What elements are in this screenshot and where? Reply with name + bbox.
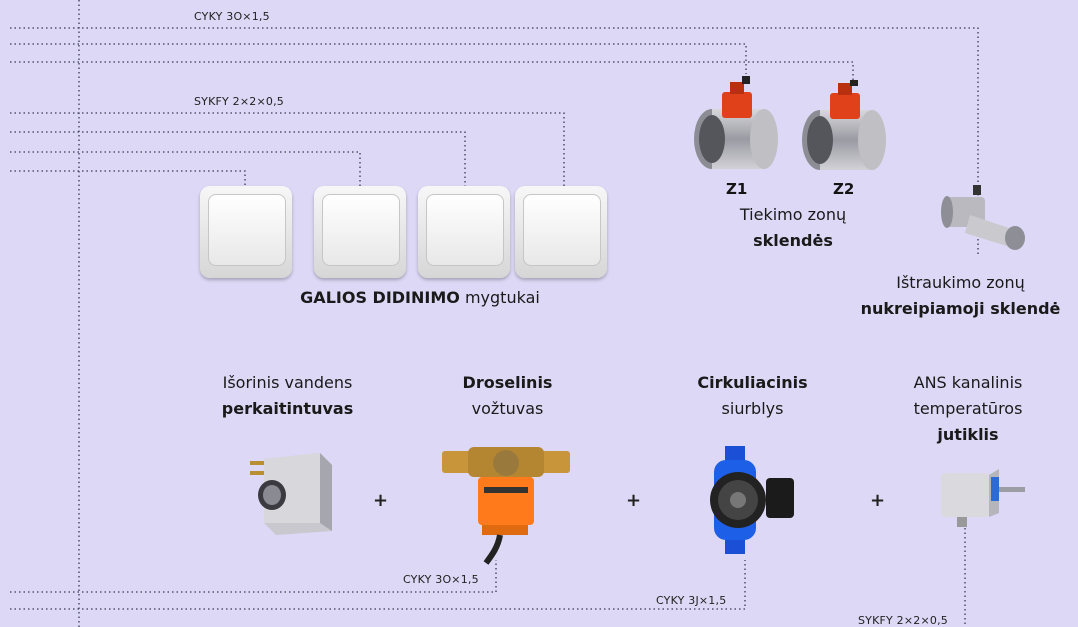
button4-wire: [10, 112, 565, 186]
sensor-line3: jutiklis: [937, 425, 999, 444]
cable-label-pump-power: CYKY 3J×1,5: [656, 594, 727, 607]
cable-label-top-signal: SYKFY 2×2×0,5: [194, 95, 284, 108]
heater-image: [250, 453, 332, 535]
damper-z1-wire: [10, 43, 747, 74]
boost-buttons-caption: GALIOS DIDINIMO mygtukai: [250, 285, 590, 311]
pump-line1: Cirkuliacinis: [697, 373, 808, 392]
boost-button-2: [314, 186, 406, 278]
pump-image: [710, 446, 794, 554]
exhaust-damper-image: [941, 185, 1025, 250]
supply-dampers-line1: Tiekimo zonų: [739, 205, 847, 224]
boost-buttons-rest: mygtukai: [464, 288, 540, 307]
sensor-line1: ANS kanalinis: [913, 373, 1023, 392]
cable-label-valve-power: CYKY 3O×1,5: [403, 573, 479, 586]
sensor-line2: temperatūros: [913, 399, 1023, 418]
plus-sign-3: +: [870, 490, 886, 511]
boost-button-4: [515, 186, 607, 278]
top-power-wire: [10, 27, 979, 255]
button2-wire: [10, 151, 361, 186]
damper-z2-label: Z2: [833, 180, 855, 198]
damper-z2-wire: [10, 61, 854, 80]
damper-z1-image: [694, 76, 778, 169]
exhaust-damper-line2: nukreipiamoji sklendė: [860, 299, 1061, 318]
plus-sign-2: +: [626, 490, 642, 511]
pump-line2: siurblys: [721, 399, 784, 418]
heater-line1: Išorinis vandens: [222, 373, 353, 392]
valve-caption: Droselinis vožtuvas: [430, 370, 585, 422]
cable-label-sensor-signal: SYKFY 2×2×0,5: [858, 614, 948, 627]
button1-wire: [10, 170, 246, 186]
pump-power-wire: [10, 560, 746, 610]
valve-line2: vožtuvas: [471, 399, 544, 418]
plus-sign-1: +: [373, 490, 389, 511]
boost-button-2-key: [322, 194, 400, 266]
pump-caption: Cirkuliacinis siurblys: [675, 370, 830, 422]
cable-label-top-power: CYKY 3O×1,5: [194, 10, 270, 23]
heater-caption: Išorinis vandens perkaitintuvas: [190, 370, 385, 422]
boost-buttons-bold: GALIOS DIDINIMO: [300, 288, 460, 307]
sensor-image: [941, 469, 1025, 527]
valve-image: [442, 447, 570, 565]
supply-dampers-caption: Tiekimo zonų sklendės: [713, 202, 873, 254]
boost-button-3: [418, 186, 510, 278]
sensor-caption: ANS kanalinis temperatūros jutiklis: [888, 370, 1048, 448]
supply-dampers-line2: sklendės: [753, 231, 833, 250]
button3-wire: [10, 131, 466, 186]
damper-z2-image: [802, 80, 886, 170]
boost-button-1: [200, 186, 292, 278]
boost-button-4-key: [523, 194, 601, 266]
damper-z1-label: Z1: [726, 180, 748, 198]
valve-line1: Droselinis: [462, 373, 553, 392]
valve-power-wire: [10, 560, 497, 593]
boost-button-3-key: [426, 194, 504, 266]
exhaust-damper-caption: Ištraukimo zonų nukreipiamoji sklendė: [848, 270, 1073, 322]
boost-button-1-key: [208, 194, 286, 266]
heater-line2: perkaitintuvas: [221, 399, 354, 418]
exhaust-damper-line1: Ištraukimo zonų: [896, 273, 1025, 292]
